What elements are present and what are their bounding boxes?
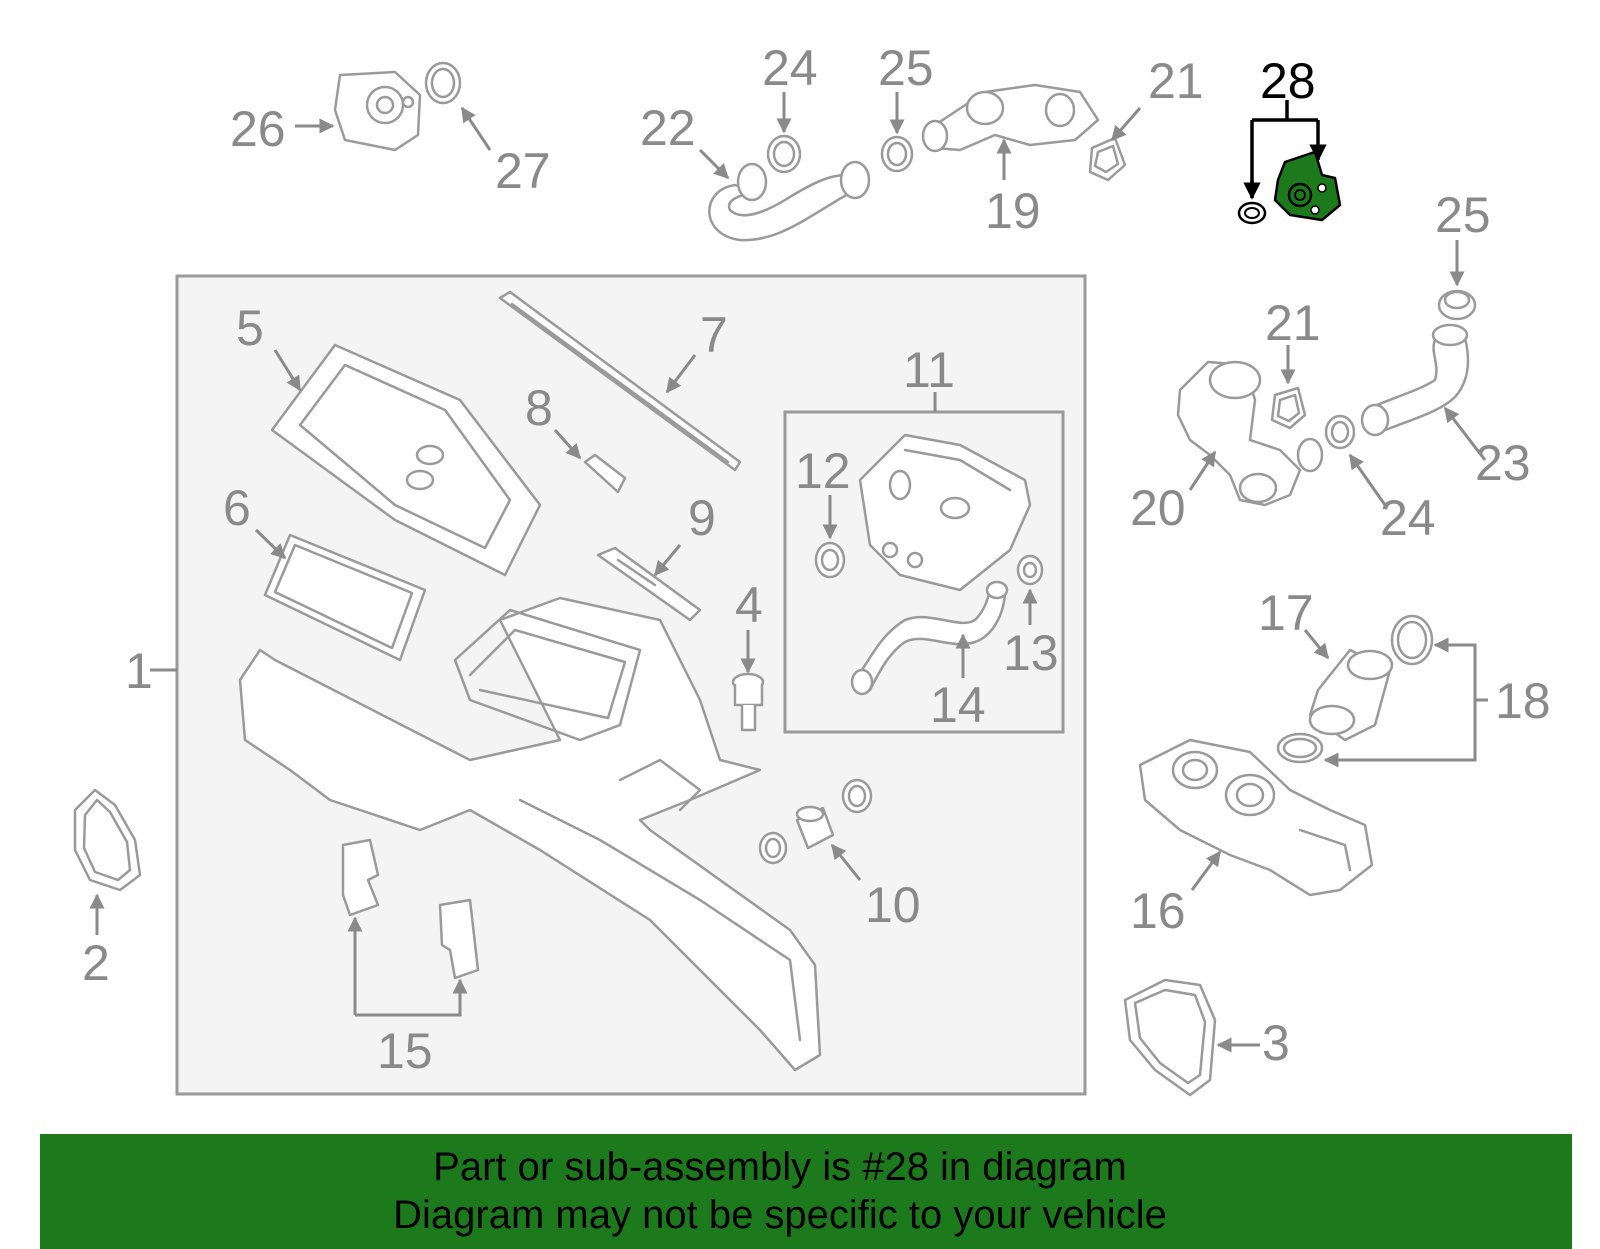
part-22-hose (708, 160, 871, 242)
leader-7 (665, 354, 697, 394)
leader-17 (1303, 629, 1330, 660)
part-20-elbow (1176, 360, 1324, 507)
part-28-sensor-highlighted[interactable] (1273, 150, 1342, 222)
info-banner: Part or sub-assembly is #28 in diagram D… (40, 1134, 1572, 1249)
part-24-clamp-right (1324, 414, 1356, 450)
callout-14: 14 (930, 677, 986, 733)
callout-2: 2 (82, 935, 110, 991)
callout-5: 5 (236, 300, 264, 356)
leader-22 (698, 148, 730, 180)
leader-28 (1250, 100, 1318, 198)
part-3-gasket (1123, 978, 1217, 1097)
callout-12: 12 (795, 443, 851, 499)
banner-line-2: Diagram may not be specific to your vehi… (393, 1193, 1167, 1237)
callout-28: 28 (1260, 53, 1316, 109)
leader-21-top (1110, 107, 1142, 142)
callout-18: 18 (1495, 673, 1551, 729)
callout-13: 13 (1003, 625, 1059, 681)
part-7-strip (498, 290, 742, 472)
leader-10 (830, 843, 862, 881)
callout-24-top: 24 (762, 40, 818, 96)
callout-15: 15 (377, 1023, 433, 1079)
callout-24-right: 24 (1380, 490, 1436, 546)
leader-8 (553, 429, 582, 460)
part-16-intake-housing (1138, 738, 1374, 897)
part-4-valve (731, 672, 765, 732)
part-11-module (858, 433, 1032, 592)
part-15-pads (341, 838, 480, 980)
part-2-gasket (73, 788, 142, 892)
callout-27: 27 (495, 143, 551, 199)
leader-20 (1188, 450, 1217, 491)
callout-25-right: 25 (1435, 187, 1491, 243)
callout-26: 26 (230, 101, 286, 157)
part-21-gasket-right (1270, 386, 1307, 430)
callout-9: 9 (688, 490, 716, 546)
callout-20: 20 (1130, 480, 1186, 536)
part-17-boot (1308, 648, 1394, 742)
part-25-clamp-right (1437, 289, 1477, 321)
leader-5 (273, 349, 302, 392)
callout-23: 23 (1475, 435, 1531, 491)
callout-4: 4 (735, 577, 763, 633)
leader-24-right (1348, 453, 1387, 506)
callout-3: 3 (1262, 1015, 1290, 1071)
part-19-pipe (921, 83, 1100, 153)
callout-10: 10 (865, 877, 921, 933)
part-23-hose (1360, 323, 1470, 437)
callout-1: 1 (125, 643, 153, 699)
leader-27 (460, 106, 492, 151)
part-28-o-ring[interactable] (1237, 201, 1267, 225)
callout-21-right: 21 (1265, 295, 1321, 351)
part-9-seal (596, 546, 702, 622)
part-1-air-box (238, 596, 822, 1072)
callout-22: 22 (640, 100, 696, 156)
part-13-grommet (1016, 554, 1044, 586)
callout-19: 19 (985, 183, 1041, 239)
leader-6 (254, 528, 287, 560)
leader-16 (1190, 850, 1222, 891)
part-8-clip (583, 453, 627, 494)
callout-16: 16 (1130, 883, 1186, 939)
part-21-gasket-top (1088, 136, 1127, 182)
callout-8: 8 (525, 380, 553, 436)
callout-25-top: 25 (878, 40, 934, 96)
callout-6: 6 (223, 480, 251, 536)
part-25-clamp-top (880, 135, 914, 173)
leader-23 (1443, 406, 1487, 461)
part-10-sleeve-clamps (758, 778, 873, 865)
leader-9 (653, 544, 682, 577)
part-18-clamps (1276, 614, 1434, 764)
callout-11: 11 (903, 342, 955, 398)
part-12-ring (814, 541, 846, 579)
part-14-hose (850, 580, 1009, 696)
callout-21-top: 21 (1148, 53, 1204, 109)
part-24-clamp-top (766, 134, 802, 174)
callout-17: 17 (1258, 585, 1314, 641)
part-26-housing (333, 70, 422, 152)
banner-line-1: Part or sub-assembly is #28 in diagram (433, 1145, 1127, 1189)
part-27-o-ring (424, 61, 462, 105)
part-5-filter-lid (270, 343, 542, 577)
callout-7: 7 (700, 307, 728, 363)
